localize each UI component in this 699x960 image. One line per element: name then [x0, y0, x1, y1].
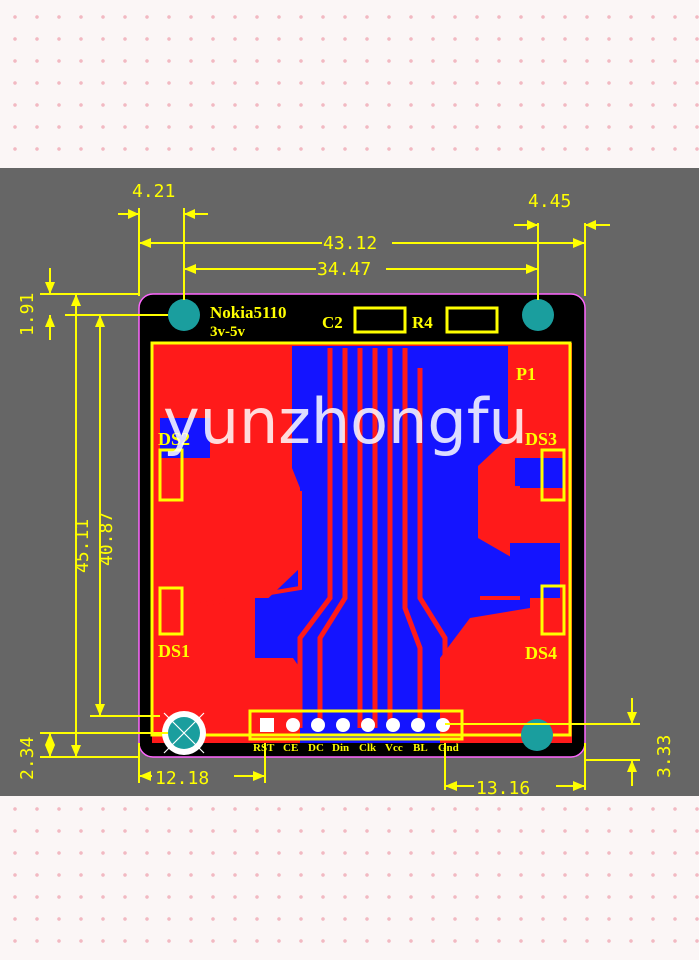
label-ds3: DS3	[525, 429, 557, 449]
pcb-svg: Nokia5110 3v-5v C2 R4 P1 DS2 DS3 DS1 DS4…	[17, 181, 675, 796]
dim-bottom-hole: 2.34	[17, 737, 38, 780]
pcb-drawing: Nokia5110 3v-5v C2 R4 P1 DS2 DS3 DS1 DS4…	[0, 168, 699, 796]
label-c2: C2	[322, 313, 343, 332]
dim-outer-height: 45.11	[72, 519, 93, 573]
board-title: Nokia5110	[210, 303, 287, 322]
pin-label-din: Din	[332, 742, 349, 754]
dim-hole-spacing: 34.47	[317, 259, 371, 280]
pin-label-ce: CE	[283, 742, 298, 754]
dimension-arrows	[45, 209, 637, 791]
dim-top-edge-hole: 1.91	[17, 293, 38, 336]
pin-label-dc: DC	[308, 742, 324, 754]
dim-top-right-offset: 4.45	[528, 191, 571, 212]
dim-top-left-offset: 4.21	[132, 181, 175, 202]
label-ds4: DS4	[525, 643, 557, 663]
label-ds1: DS1	[158, 641, 190, 661]
pin-label-vcc: Vcc	[385, 742, 403, 754]
header-pins	[260, 718, 450, 732]
dim-header-left: 12.18	[155, 768, 209, 789]
mounting-holes	[162, 299, 554, 755]
pin-label-gnd: Gnd	[438, 742, 459, 754]
pad-traces	[179, 486, 520, 610]
watermark-text: yunzhongfu	[163, 385, 528, 458]
label-r4: R4	[412, 313, 433, 332]
dim-outer-width: 43.12	[323, 233, 377, 254]
pin-label-clk: Clk	[359, 742, 377, 754]
pin-label-bl: BL	[413, 742, 428, 754]
signal-traces	[297, 348, 448, 728]
label-ds2: DS2	[158, 429, 190, 449]
label-p1: P1	[516, 364, 536, 384]
dim-header-right: 13.16	[476, 778, 530, 796]
dim-inner-height: 40.87	[96, 512, 117, 566]
dim-bottom-right-hole: 3.33	[654, 735, 675, 778]
board-voltage: 3v-5v	[210, 324, 245, 340]
